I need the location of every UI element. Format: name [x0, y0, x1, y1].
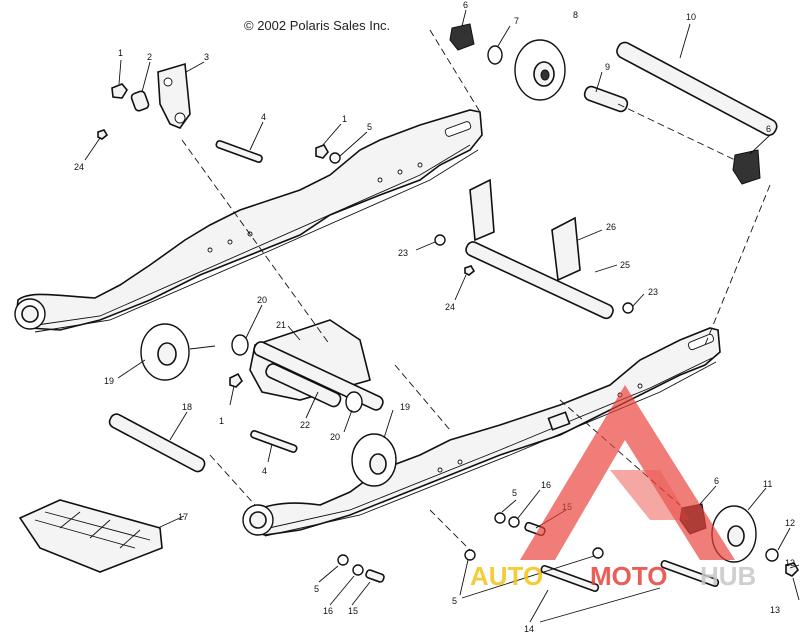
- callout-label: 10: [686, 12, 696, 22]
- callout-label: 24: [445, 302, 455, 312]
- lower-rail-front-wheel: [242, 504, 274, 536]
- callout-label: 5: [512, 488, 517, 498]
- callout-label: 8: [573, 10, 578, 20]
- callout-label: 24: [74, 162, 84, 172]
- callout-label: 5: [367, 122, 372, 132]
- callout-label: 17: [178, 512, 188, 522]
- nut-1-lower: [229, 372, 243, 388]
- callout-label: 7: [514, 16, 519, 26]
- nut-24-left: [97, 129, 109, 140]
- callout-label: 11: [763, 479, 772, 489]
- washer-5-bottom-mid: [592, 547, 604, 559]
- copyright-notice: © 2002 Polaris Sales Inc.: [244, 18, 391, 33]
- callout-label: 3: [204, 52, 209, 62]
- washer-16-bottom: [352, 564, 364, 576]
- bolt-4-lower: [250, 430, 298, 453]
- callout-label: 19: [104, 376, 114, 386]
- washer-5-bottom-left: [464, 549, 476, 561]
- washer-5-mid: [329, 152, 341, 164]
- callout-label: 5: [314, 584, 319, 594]
- nut-1-top: [111, 83, 128, 99]
- leader-lines: [84, 9, 800, 623]
- upper-rail-front-wheel: [14, 298, 46, 330]
- callout-label: 2: [147, 52, 152, 62]
- callout-label: 21: [276, 320, 286, 330]
- callout-label: 22: [300, 420, 310, 430]
- callout-label: 15: [348, 606, 358, 616]
- callout-label: 6: [463, 0, 468, 10]
- washer-16-rail: [508, 516, 520, 528]
- axle-18: [108, 413, 206, 473]
- washer-5-rail: [494, 512, 506, 524]
- callout-label: 16: [541, 480, 551, 490]
- automotohub-watermark: AUTO MOTO HUB: [470, 385, 756, 591]
- callout-label: 12: [785, 518, 795, 528]
- callout-label: 13: [785, 558, 795, 568]
- callout-label: 9: [605, 62, 610, 72]
- axle-10: [616, 41, 778, 137]
- washer-23-right: [622, 302, 634, 314]
- callout-label: 6: [714, 476, 719, 486]
- ring-20-bottom: [345, 391, 363, 413]
- bearing-6-right: [732, 149, 761, 185]
- callout-label: 4: [261, 112, 266, 122]
- nut-1-mid: [315, 144, 329, 159]
- torque-arm-21: [249, 319, 384, 411]
- washer-5-bottom: [337, 554, 349, 566]
- bolt-14-right: [660, 559, 720, 587]
- callout-label: 14: [524, 624, 534, 634]
- callout-label: 23: [398, 248, 408, 258]
- bracket-26-right: [551, 216, 581, 282]
- washer-12: [765, 548, 779, 562]
- link-plate-3: [157, 62, 191, 129]
- alignment-lines: [181, 29, 771, 551]
- bearing-6-top: [449, 23, 475, 51]
- callout-label: 16: [323, 606, 333, 616]
- ring-20-top: [231, 334, 249, 356]
- watermark-triangle-logo: [520, 385, 735, 560]
- spacer-tube-9: [583, 85, 629, 113]
- bracket-26-left: [469, 178, 495, 242]
- callout-label: 26: [606, 222, 616, 232]
- callout-label: 4: [262, 466, 267, 476]
- spacer-2: [130, 90, 150, 112]
- ring-7: [487, 45, 503, 65]
- callout-label: 19: [400, 402, 410, 412]
- watermark-text-hub: HUB: [700, 561, 756, 591]
- callout-label: 18: [182, 402, 192, 412]
- skid-plate-17: [18, 499, 163, 573]
- idler-wheel-19-left: [140, 323, 190, 381]
- bolt-4-top: [215, 140, 263, 163]
- callout-label: 20: [257, 295, 267, 305]
- callout-label: 1: [118, 48, 123, 58]
- watermark-text-moto: MOTO: [590, 561, 668, 591]
- nut-24-mid: [464, 265, 476, 276]
- upper-slide-rail: [14, 109, 483, 333]
- callout-label: 1: [342, 114, 347, 124]
- callout-label: 20: [330, 432, 340, 442]
- cross-shaft-25: [465, 241, 614, 320]
- callout-label: 6: [766, 124, 771, 134]
- callout-label: 23: [648, 287, 658, 297]
- bolt-15-bottom: [365, 569, 385, 583]
- callout-label: 13: [770, 605, 780, 615]
- watermark-text-auto: AUTO: [470, 561, 543, 591]
- idler-wheel-8: [514, 39, 566, 101]
- idler-wheel-19-right: [351, 433, 397, 487]
- bolt-14-left: [540, 564, 600, 592]
- callout-label: 5: [452, 596, 457, 606]
- washer-23-left: [434, 234, 446, 246]
- callout-label: 25: [620, 260, 630, 270]
- callout-label: 1: [219, 416, 224, 426]
